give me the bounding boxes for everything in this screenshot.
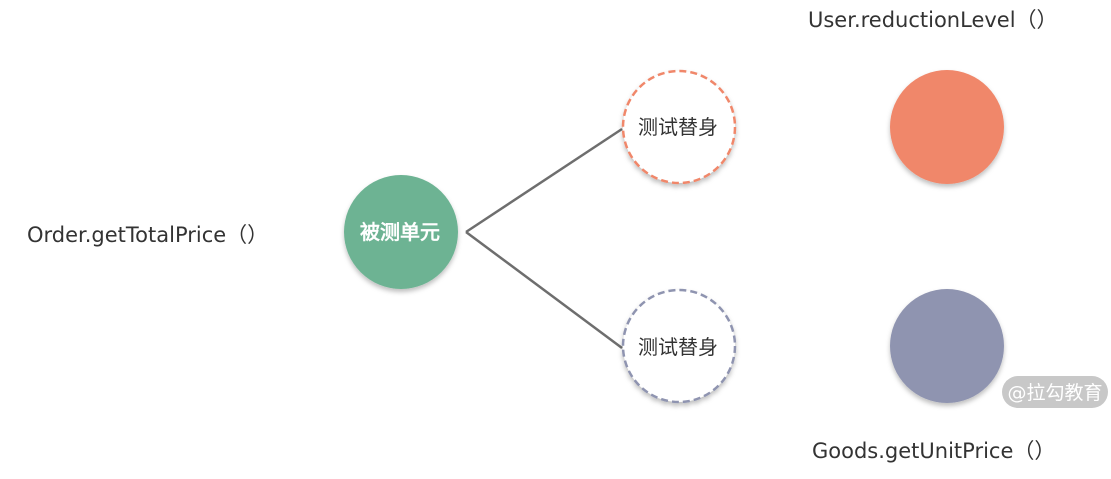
unit-under-test-label: 被测单元 — [360, 220, 440, 244]
unit-method-label: Order.getTotalPrice（） — [27, 223, 268, 247]
dependency-top-node — [890, 70, 1004, 184]
connector-top — [465, 127, 623, 234]
test-double-bottom-label: 测试替身 — [638, 335, 718, 359]
watermark-text: @拉勾教育 — [1007, 382, 1102, 404]
test-double-bottom-node — [621, 288, 737, 404]
dependency-bottom-node — [890, 289, 1004, 403]
watermark-badge — [1002, 376, 1108, 408]
dependency-bottom-method-label: Goods.getUnitPrice（） — [812, 439, 1055, 463]
unit-under-test-node — [344, 175, 458, 289]
test-double-top-label: 测试替身 — [638, 115, 718, 139]
dependency-top-method-label: User.reductionLevel（） — [808, 8, 1058, 32]
connector-bottom — [465, 230, 623, 350]
test-double-top-node — [621, 69, 737, 185]
